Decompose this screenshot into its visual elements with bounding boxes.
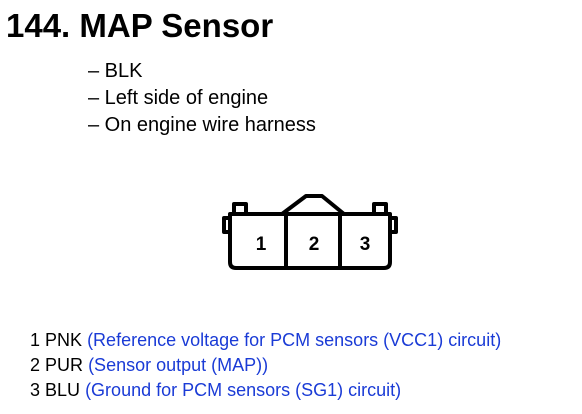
circuit-description: (Reference voltage for PCM sensors (VCC1… — [87, 330, 502, 350]
right-latch — [372, 202, 398, 234]
pin-wiring-list: 1 PNK (Reference voltage for PCM sensors… — [30, 328, 501, 403]
pin-number: 3 — [30, 380, 41, 400]
wire-color: PNK — [45, 330, 83, 350]
pin-label: 1 — [256, 234, 267, 255]
location-notes: – BLK – Left side of engine – On engine … — [88, 58, 316, 139]
wiring-row: 1 PNK (Reference voltage for PCM sensors… — [30, 328, 501, 353]
wire-color: BLU — [45, 380, 81, 400]
pin-label: 3 — [360, 234, 371, 255]
note-side: – Left side of engine — [88, 87, 269, 109]
connector-diagram: 1 2 3 — [222, 194, 398, 270]
left-latch — [222, 202, 248, 234]
connector-housing — [228, 212, 392, 270]
pin-number: 2 — [30, 355, 41, 375]
pin-number: 1 — [30, 330, 41, 350]
circuit-description: (Ground for PCM sensors (SG1) circuit) — [85, 380, 402, 400]
pin-label: 2 — [309, 234, 320, 255]
wiring-row: 3 BLU (Ground for PCM sensors (SG1) circ… — [30, 378, 501, 403]
top-lock-key — [280, 194, 346, 216]
wiring-row: 2 PUR (Sensor output (MAP)) — [30, 353, 501, 378]
page-title: 144. MAP Sensor — [6, 7, 274, 44]
note-color: – BLK — [88, 60, 143, 82]
circuit-description: (Sensor output (MAP)) — [88, 355, 269, 375]
note-harness: – On engine wire harness — [88, 114, 316, 136]
wire-color: PUR — [45, 355, 84, 375]
